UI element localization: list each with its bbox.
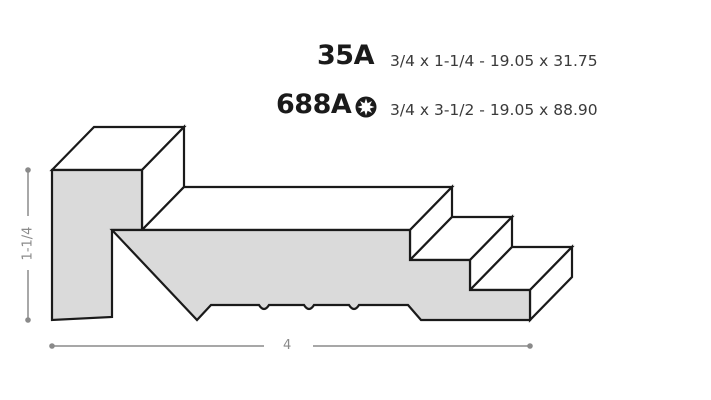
width-dimension-label: 4 xyxy=(283,338,292,353)
profile-spec-35a: 35A 3/4 x 1-1/4 - 19.05 x 31.75 xyxy=(0,40,711,74)
profile-code: 35A xyxy=(317,40,374,71)
profile-dimensions: 3/4 x 1-1/4 - 19.05 x 31.75 xyxy=(390,52,598,70)
main-front-face xyxy=(109,228,532,322)
profile-code: 688A xyxy=(276,89,352,120)
star-badge-icon xyxy=(355,96,377,118)
main-top-face xyxy=(139,185,455,232)
height-dimension xyxy=(25,167,31,323)
width-dimension xyxy=(49,343,533,349)
profile-dimensions: 3/4 x 3-1/2 - 19.05 x 88.90 xyxy=(390,101,598,119)
height-dimension-label: 1-1/4 xyxy=(20,226,36,261)
profile-spec-688a: 688A 3/4 x 3-1/2 - 19.05 x 88.90 xyxy=(0,89,711,123)
